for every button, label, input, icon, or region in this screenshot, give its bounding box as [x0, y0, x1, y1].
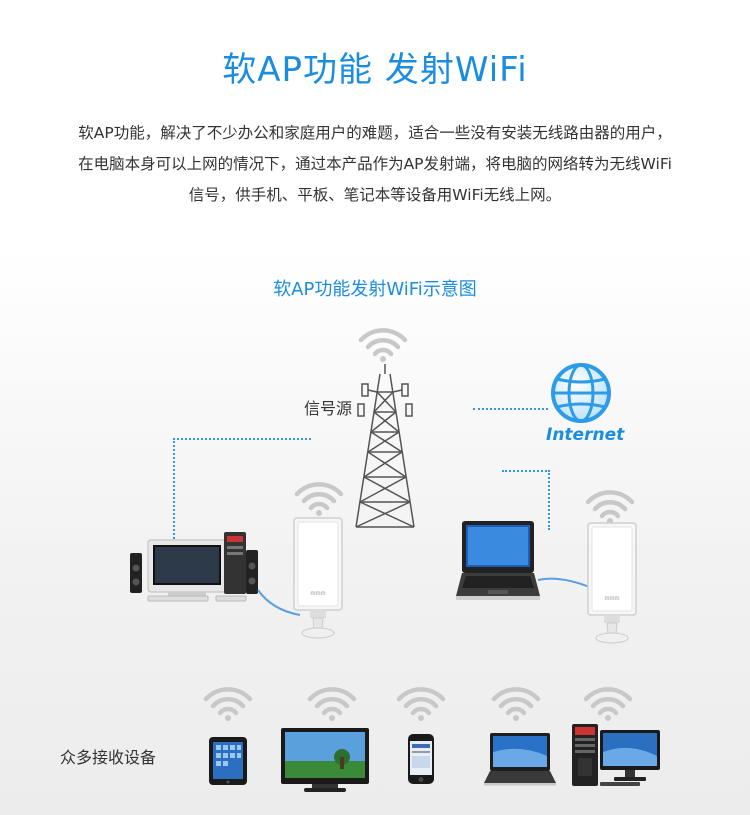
line-right-horizontal [502, 470, 550, 472]
line-left-horizontal [173, 438, 311, 440]
desktop-pc-icon [572, 724, 660, 786]
description-line-1: 软AP功能，解决了不少办公和家庭用户的难题，适合一些没有安装无线路由器的用户， [78, 124, 672, 142]
page-title: 软AP功能 发射WiFi [222, 50, 528, 90]
wifi-icon [396, 687, 446, 721]
diagram-title: 软AP功能发射WiFi示意图 [273, 279, 477, 300]
line-left-vertical [173, 438, 175, 543]
ap-brand: mmm [605, 596, 620, 602]
description: 软AP功能，解决了不少办公和家庭用户的难题，适合一些没有安装无线路由器的用户， … [20, 118, 730, 211]
wifi-icon [585, 490, 635, 524]
desktop-computer-icon [130, 532, 258, 602]
phone-icon [408, 734, 434, 784]
signal-source-label: 信号源 [304, 399, 353, 418]
wifi-icon [583, 687, 633, 721]
receivers-label: 众多接收设备 [60, 748, 157, 767]
wifi-icon [294, 482, 344, 516]
ap-device-icon: mmm [537, 522, 637, 644]
laptop-icon [456, 521, 540, 600]
globe-icon [551, 363, 611, 423]
description-line-2: 在电脑本身可以上网的情况下，通过本产品作为AP发射端，将电脑的网络转为无线WiF… [78, 155, 672, 173]
wifi-icon [307, 687, 357, 721]
wifi-icon [358, 328, 408, 362]
tablet-icon [209, 737, 247, 785]
description-line-3: 信号，供手机、平板、笔记本等设备用WiFi无线上网。 [188, 186, 562, 204]
line-internet-horizontal [473, 408, 548, 410]
wifi-icon [491, 687, 541, 721]
line-right-vertical [548, 470, 550, 530]
internet-label: Internet [546, 425, 625, 445]
laptop-icon [484, 733, 556, 786]
signal-tower-icon [355, 364, 415, 528]
wifi-icon [203, 687, 253, 721]
ap-device-icon: mmm [257, 517, 343, 639]
tv-icon [281, 728, 369, 792]
ap-brand: mmm [311, 591, 326, 597]
